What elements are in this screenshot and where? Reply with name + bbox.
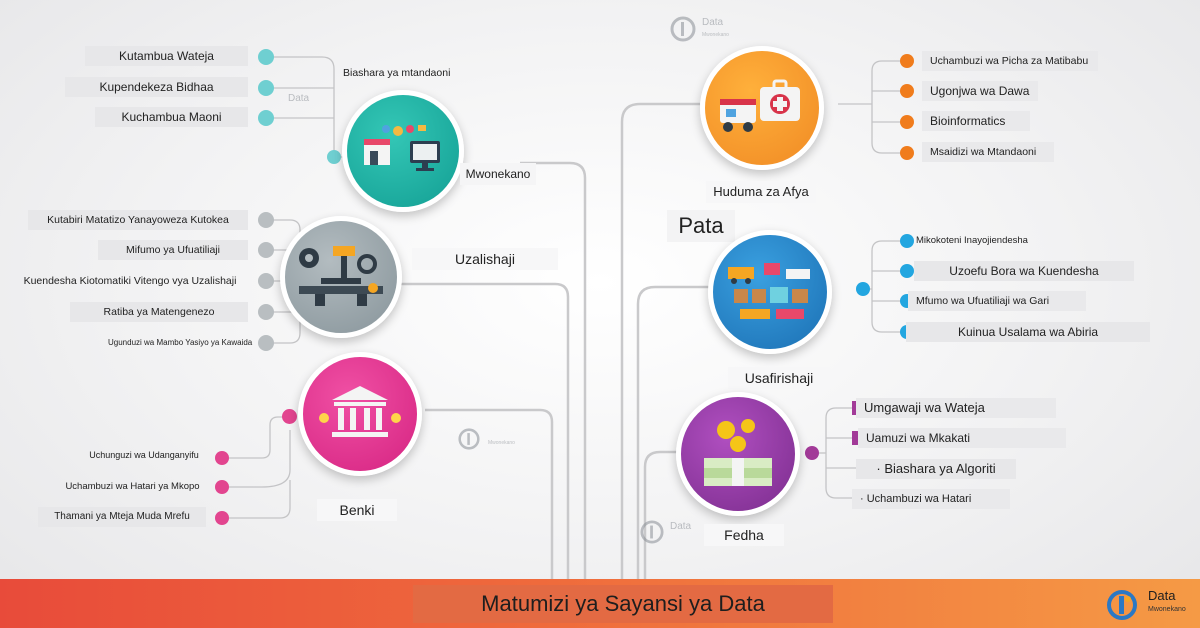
benki-dot-1 <box>215 451 229 465</box>
afya-title: Huduma za Afya <box>706 181 816 203</box>
watermark: Data Mwonekano <box>670 16 729 44</box>
bank-icon <box>319 386 401 437</box>
mwonekano-item-2: Kupendekeza Bidhaa <box>65 77 248 97</box>
afya-item-1: Uchambuzi wa Picha za Matibabu <box>922 51 1098 71</box>
uzalishaji-dot-4 <box>258 304 274 320</box>
afya-dot-4 <box>900 146 914 160</box>
usafirishaji-hub <box>708 230 832 354</box>
uzalishaji-dot-5 <box>258 335 274 351</box>
benki-hub-dot <box>282 409 297 424</box>
uzalishaji-hub <box>280 216 402 338</box>
mwonekano-dot-3 <box>258 110 274 126</box>
afya-dot-3 <box>900 115 914 129</box>
logistics-icon <box>728 263 810 319</box>
benki-item-2: Uchambuzi wa Hatari ya Mkopo <box>65 481 200 492</box>
watermark: Data <box>640 520 691 546</box>
mwonekano-item-3: Kuchambua Maoni <box>95 107 248 127</box>
footer-logo: Data Mwonekano <box>1106 585 1196 623</box>
usafirishaji-dot-2 <box>900 264 914 278</box>
mwonekano-dot-1 <box>258 49 274 65</box>
data-logo-icon <box>1107 590 1137 620</box>
usafirishaji-dot-1 <box>900 234 914 248</box>
watermark-name: Data <box>702 17 724 28</box>
mwonekano-title: Mwonekano <box>460 163 536 185</box>
afya-dot-1 <box>900 54 914 68</box>
watermark-sub: Mwonekano <box>488 440 515 446</box>
uzalishaji-item-2: Mifumo ya Ufuatiliaji <box>98 240 248 260</box>
uzalishaji-item-3: Kuendesha Kiotomatiki Vitengo vya Uzalis… <box>23 275 237 287</box>
mwonekano-sublabel: Biashara ya mtandaoni <box>343 67 451 79</box>
usafirishaji-item-3: Mfumo wa Ufuatiliaji wa Gari <box>908 291 1086 311</box>
benki-title: Benki <box>317 499 397 521</box>
uzalishaji-item-5: Ugunduzi wa Mambo Yasiyo ya Kawaida <box>108 338 253 347</box>
watermark: Mwonekano <box>458 428 515 452</box>
fedha-hub-dot <box>805 446 819 460</box>
uzalishaji-title: Uzalishaji <box>412 248 558 270</box>
watermark-logo-icon <box>640 520 664 544</box>
uzalishaji-dot-1 <box>258 212 274 228</box>
afya-item-2: Ugonjwa wa Dawa <box>922 81 1038 101</box>
footer-logo-name: Data <box>1148 588 1176 603</box>
usafirishaji-item-2: Uzoefu Bora wa Kuendesha <box>914 261 1134 281</box>
watermark-logo-icon <box>670 16 696 42</box>
benki-item-1: Uchunguzi wa Udanganyifu <box>89 450 199 460</box>
footer-title: Matumizi ya Sayansi ya Data <box>413 585 833 623</box>
mwonekano-hub-dot <box>327 150 341 164</box>
afya-item-4: Msaidizi wa Mtandaoni <box>922 142 1054 162</box>
fedha-hub <box>676 392 800 516</box>
fedha-item-2: Uamuzi wa Mkakati <box>858 428 1066 448</box>
uzalishaji-dot-3 <box>258 273 274 289</box>
benki-hub <box>298 352 422 476</box>
fedha-item-3: · Biashara ya Algoriti <box>856 459 1016 479</box>
pata-label: Pata <box>667 210 735 242</box>
afya-hub <box>700 46 824 170</box>
mwonekano-item-1: Kutambua Wateja <box>85 46 248 66</box>
watermark-name: Data <box>670 521 692 532</box>
watermark-sub: Mwonekano <box>702 32 729 38</box>
benki-item-3: Thamani ya Mteja Muda Mrefu <box>38 507 206 527</box>
mwonekano-dot-2 <box>258 80 274 96</box>
usafirishaji-item-4: Kuinua Usalama wa Abiria <box>906 322 1150 342</box>
watermark-name: Data <box>288 93 310 104</box>
afya-dot-2 <box>900 84 914 98</box>
uzalishaji-item-1: Kutabiri Matatizo Yanayoweza Kutokea <box>28 210 248 230</box>
mwonekano-hub <box>342 90 464 212</box>
money-icon <box>704 419 772 486</box>
manufacturing-icon <box>299 246 383 306</box>
benki-dot-3 <box>215 511 229 525</box>
uzalishaji-dot-2 <box>258 242 274 258</box>
footer-logo-sub: Mwonekano <box>1148 606 1186 613</box>
uzalishaji-item-4: Ratiba ya Matengenezo <box>70 302 248 322</box>
ecommerce-icon <box>364 125 440 171</box>
usafirishaji-title: Usafirishaji <box>728 367 830 389</box>
fedha-title: Fedha <box>704 524 784 546</box>
fedha-item-4: · Uchambuzi wa Hatari <box>852 489 1010 509</box>
usafirishaji-hub-dot <box>856 282 870 296</box>
benki-dot-2 <box>215 480 229 494</box>
usafirishaji-item-1: Mikokoteni Inayojiendesha <box>916 235 1028 246</box>
fedha-item-1: Umgawaji wa Wateja <box>856 398 1056 418</box>
medical-kit-icon <box>720 79 800 132</box>
watermark-logo-icon <box>458 428 480 450</box>
afya-item-3: Bioinformatics <box>922 111 1030 131</box>
